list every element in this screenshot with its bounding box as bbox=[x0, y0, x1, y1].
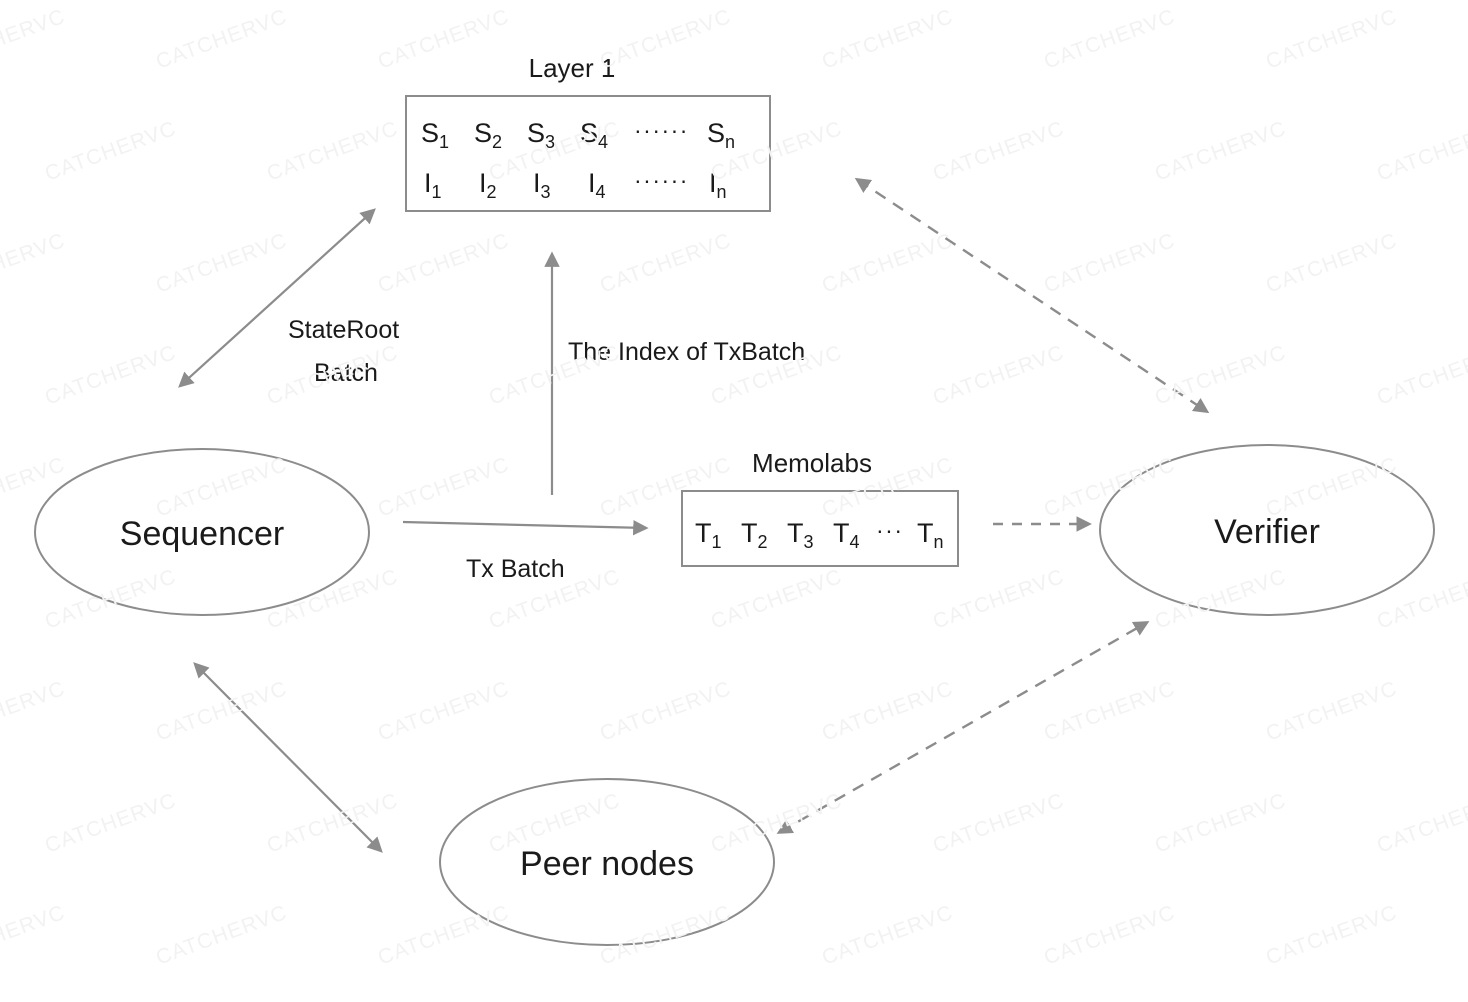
node-layer1-cell-i3: I3 bbox=[533, 168, 551, 202]
node-layer1-cell-i4: I4 bbox=[588, 168, 606, 202]
node-layer1-cell-in: In bbox=[709, 168, 727, 202]
node-memolabs-cell-t3: T3 bbox=[787, 518, 814, 552]
edge-layer1-to-verifier-line bbox=[854, 177, 1210, 414]
edge-peer-to-verifier bbox=[776, 621, 1150, 834]
node-sequencer[interactable]: Sequencer bbox=[34, 448, 370, 616]
node-layer1-cell-sn: Sn bbox=[707, 118, 735, 152]
edge-stateroot-batch-label-line2: Batch bbox=[314, 359, 378, 387]
node-memolabs[interactable]: Memolabs T1 T2 T3 T4 ··· Tn bbox=[681, 448, 959, 567]
node-layer1-cell-s4: S4 bbox=[580, 118, 608, 152]
node-memolabs-cell-tn: Tn bbox=[917, 518, 944, 552]
node-verifier[interactable]: Verifier bbox=[1099, 444, 1435, 616]
node-layer1[interactable]: Layer 1 S1 S2 S3 S4 ······ Sn I1 I2 I3 I… bbox=[405, 53, 771, 212]
node-layer1-states-ellipsis: ······ bbox=[634, 117, 689, 143]
node-memolabs-cell-t2: T2 bbox=[741, 518, 768, 552]
node-memolabs-tx-ellipsis: ··· bbox=[876, 517, 903, 543]
node-layer1-cell-i2: I2 bbox=[479, 168, 497, 202]
edge-layer1-to-verifier bbox=[854, 177, 1210, 414]
node-layer1-cell-s2: S2 bbox=[474, 118, 502, 152]
node-peer-nodes[interactable]: Peer nodes bbox=[439, 778, 775, 946]
node-verifier-ellipse[interactable] bbox=[1099, 444, 1435, 616]
node-layer1-cell-s1: S1 bbox=[421, 118, 449, 152]
node-peer-nodes-label: Peer nodes bbox=[520, 845, 694, 883]
node-memolabs-title: Memolabs bbox=[752, 448, 872, 478]
edge-tx-batch-line bbox=[402, 519, 649, 536]
node-layer1-title: Layer 1 bbox=[529, 53, 616, 83]
node-layer1-index-ellipsis: ······ bbox=[634, 167, 689, 193]
node-verifier-label: Verifier bbox=[1214, 513, 1320, 551]
node-layer1-rect[interactable] bbox=[405, 95, 771, 212]
node-layer1-cell-s3: S3 bbox=[527, 118, 555, 152]
edge-stateroot-batch-line bbox=[178, 208, 376, 388]
node-sequencer-ellipse[interactable] bbox=[34, 448, 370, 616]
edge-stateroot-batch: StateRoot Batch bbox=[178, 208, 399, 388]
node-layer1-cell-i1: I1 bbox=[424, 168, 442, 202]
edge-sequencer-to-peer bbox=[193, 662, 383, 853]
edge-index-of-txbatch-label: The Index of TxBatch bbox=[568, 338, 805, 366]
edge-index-of-txbatch: The Index of TxBatch bbox=[544, 251, 805, 495]
edge-tx-batch: Tx Batch bbox=[402, 519, 649, 583]
node-sequencer-label: Sequencer bbox=[120, 515, 284, 553]
edge-peer-to-verifier-line bbox=[776, 621, 1150, 834]
node-memolabs-cell-t1: T1 bbox=[695, 518, 722, 552]
node-memolabs-cell-t4: T4 bbox=[833, 518, 860, 552]
node-peer-nodes-ellipse[interactable] bbox=[439, 778, 775, 946]
edge-tx-batch-label: Tx Batch bbox=[466, 555, 565, 583]
edge-sequencer-to-peer-line bbox=[193, 662, 383, 853]
edge-stateroot-batch-label-line1: StateRoot bbox=[288, 316, 399, 344]
node-memolabs-rect[interactable] bbox=[681, 490, 959, 567]
